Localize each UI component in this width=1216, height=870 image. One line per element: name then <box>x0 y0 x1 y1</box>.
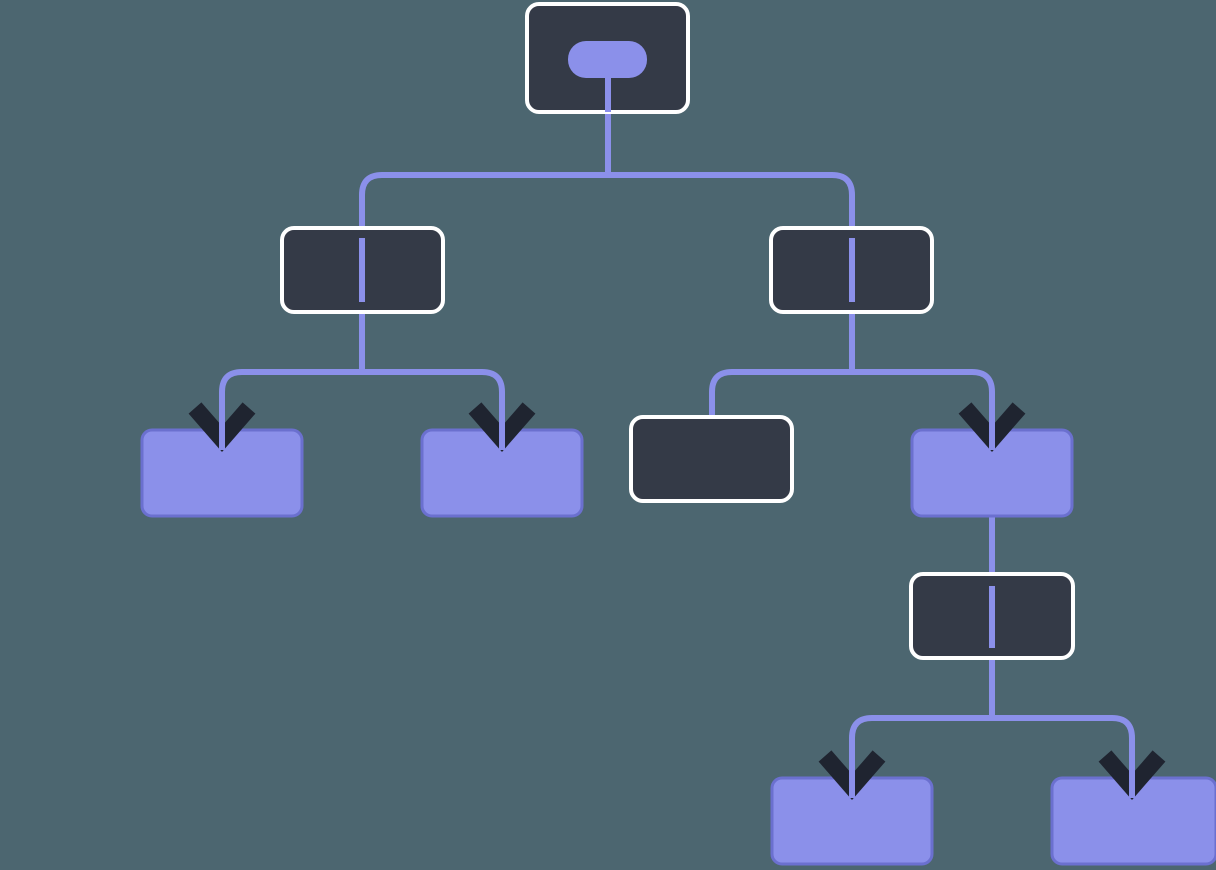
edge-level4-to-leaf-f <box>992 715 1135 798</box>
level3-dark-node[interactable] <box>629 415 794 503</box>
edge-level2-right-to-level3-dark <box>709 369 852 419</box>
arrowhead-leaf-e <box>818 742 886 800</box>
edge-level2-left-to-leaf-a <box>219 369 362 450</box>
edge-level2-left-to-leaf-b <box>362 369 505 450</box>
edge-level4-to-leaf-e <box>849 715 992 798</box>
level3-dark-node-shape[interactable] <box>629 415 794 503</box>
arrowhead-leaf-f <box>1098 742 1166 800</box>
edge-overlines-layer <box>359 60 995 648</box>
edge-root-to-level2-left <box>359 172 608 312</box>
arrowhead-branch-d <box>958 394 1026 452</box>
edge-root-to-level2-right <box>608 172 855 312</box>
arrowhead-leaf-a <box>188 394 256 452</box>
arrowhead-leaf-b <box>468 394 536 452</box>
root-node-pill-badge <box>568 41 647 78</box>
root-node[interactable] <box>525 2 690 114</box>
edge-level2-right-to-branch-d <box>852 369 995 450</box>
nodes-layer <box>140 2 1216 866</box>
arrowheads-layer <box>188 394 1166 800</box>
